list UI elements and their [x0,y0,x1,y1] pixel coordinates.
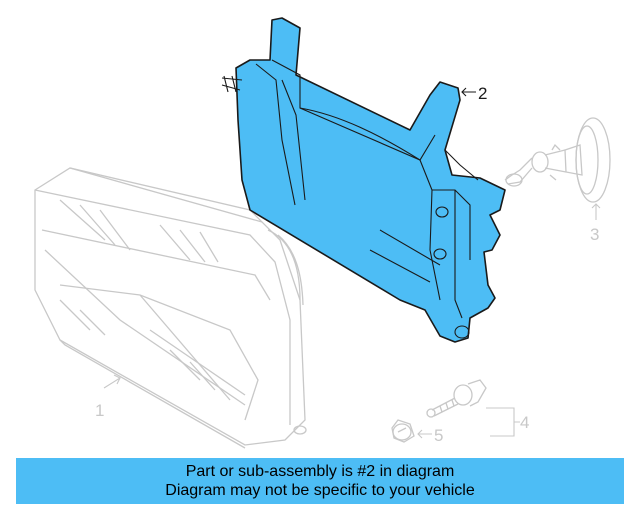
leader-lines [103,87,601,439]
callout-5: 5 [434,426,443,445]
callout-2: 2 [478,84,487,103]
adjuster-screw [426,379,487,418]
banner-line-2: Diagram may not be specific to your vehi… [165,482,475,499]
headlamp-housing-detail [221,59,479,339]
callout-1: 1 [95,401,104,420]
headlamp-bulb [504,117,611,203]
headlamp-assembly [34,167,307,449]
callout-3: 3 [590,225,599,244]
headlamp-housing [235,17,506,343]
retaining-clip [391,419,415,443]
callout-4: 4 [520,413,529,432]
banner-line-1: Part or sub-assembly is #2 in diagram [185,463,455,480]
parts-diagram: 1 2 3 4 5 [34,17,611,449]
info-banner: Part or sub-assembly is #2 in diagram Di… [16,458,624,504]
